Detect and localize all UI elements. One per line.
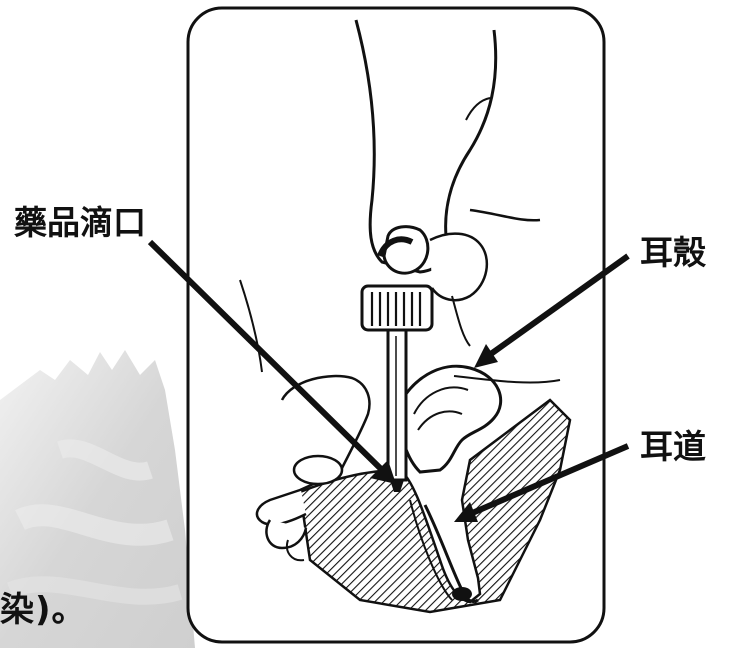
upper-hand-drawing: [354, 19, 541, 347]
leader-lines: [147, 239, 630, 522]
label-auricle: 耳殼: [640, 233, 706, 272]
label-dropper-tip: 藥品滴口: [14, 203, 146, 242]
label-ear-canal: 耳道: [640, 427, 706, 466]
ear-canal-drawing: [298, 398, 572, 614]
auricle-drawing: [396, 364, 561, 474]
background-texture: [0, 350, 195, 648]
caption-fragment: 染)。: [0, 590, 87, 630]
dropper-bottle-drawing: [360, 284, 434, 492]
